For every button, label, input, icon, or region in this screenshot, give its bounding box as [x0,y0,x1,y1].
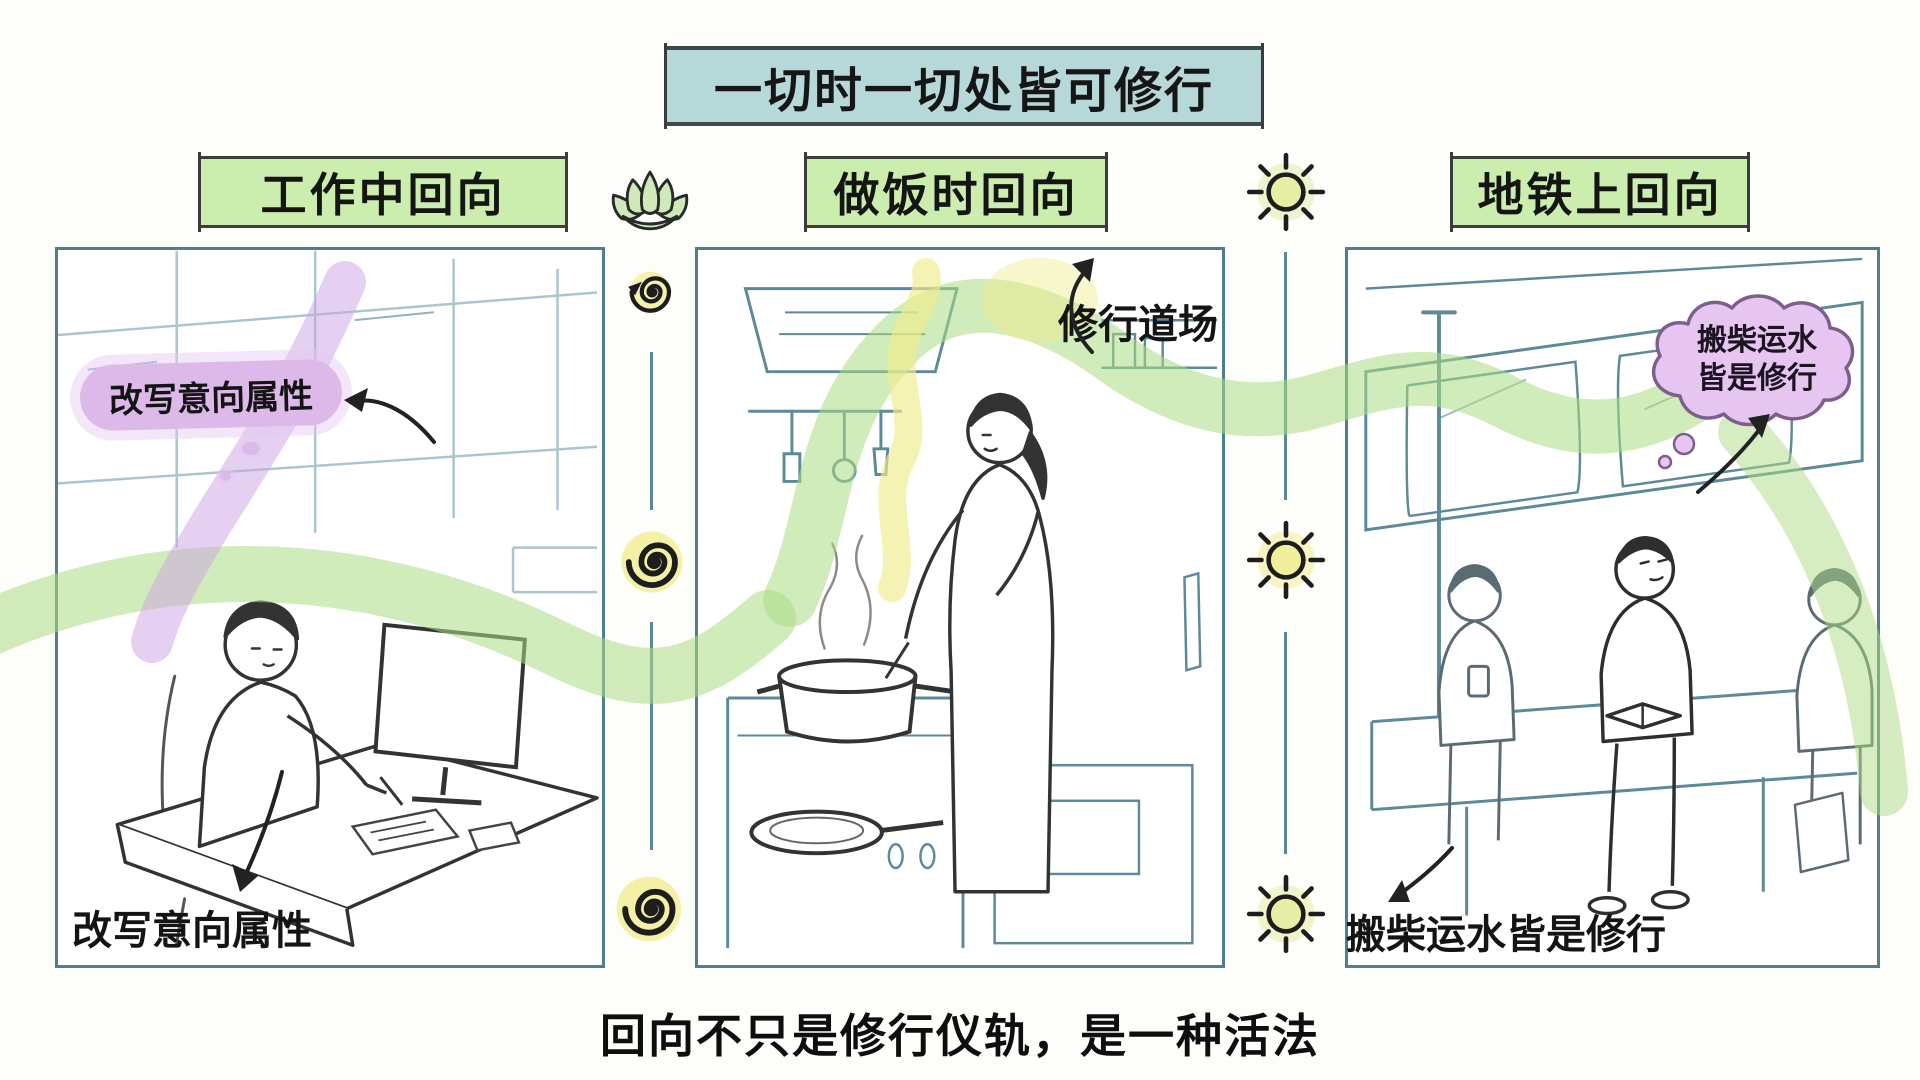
thought-dot [242,442,260,455]
header-work: 工作中回向 [198,152,568,232]
thought-bubble-work: 改写意向属性 [79,358,343,432]
spiral-icon [612,520,696,604]
divider-line [650,622,653,850]
thought-dot [220,472,231,481]
cooking-scene-sketch [726,287,1218,949]
spiral-icon [608,866,694,952]
panel-cooking [695,247,1225,968]
sun-icon [1240,868,1332,960]
sun-icon [1240,514,1332,606]
header-subway: 地铁上回向 [1450,152,1750,232]
main-title: 一切时一切处皆可修行 [664,42,1264,130]
lotus-icon [602,164,698,236]
divider-line [1284,252,1287,500]
spiral-icon [618,258,686,326]
annotation-cooking: 修行道场 [1058,303,1218,347]
cloud-bubble-text: 搬柴运水 皆是修行 [1662,322,1852,398]
bottom-caption: 回向不只是修行仪轨，是一种活法 [600,1010,1320,1062]
bottom-label-subway: 搬柴运水皆是修行 [1346,913,1666,957]
panel-work [55,247,605,968]
cloud-line-1: 搬柴运水 [1697,324,1817,357]
cloud-line-2: 皆是修行 [1697,362,1817,395]
bottom-label-work: 改写意向属性 [72,909,312,953]
divider-line [1284,632,1287,854]
work-scene-sketch [58,250,599,948]
divider-line [650,352,653,510]
sun-icon [1240,146,1332,238]
header-cooking: 做饭时回向 [804,152,1108,232]
